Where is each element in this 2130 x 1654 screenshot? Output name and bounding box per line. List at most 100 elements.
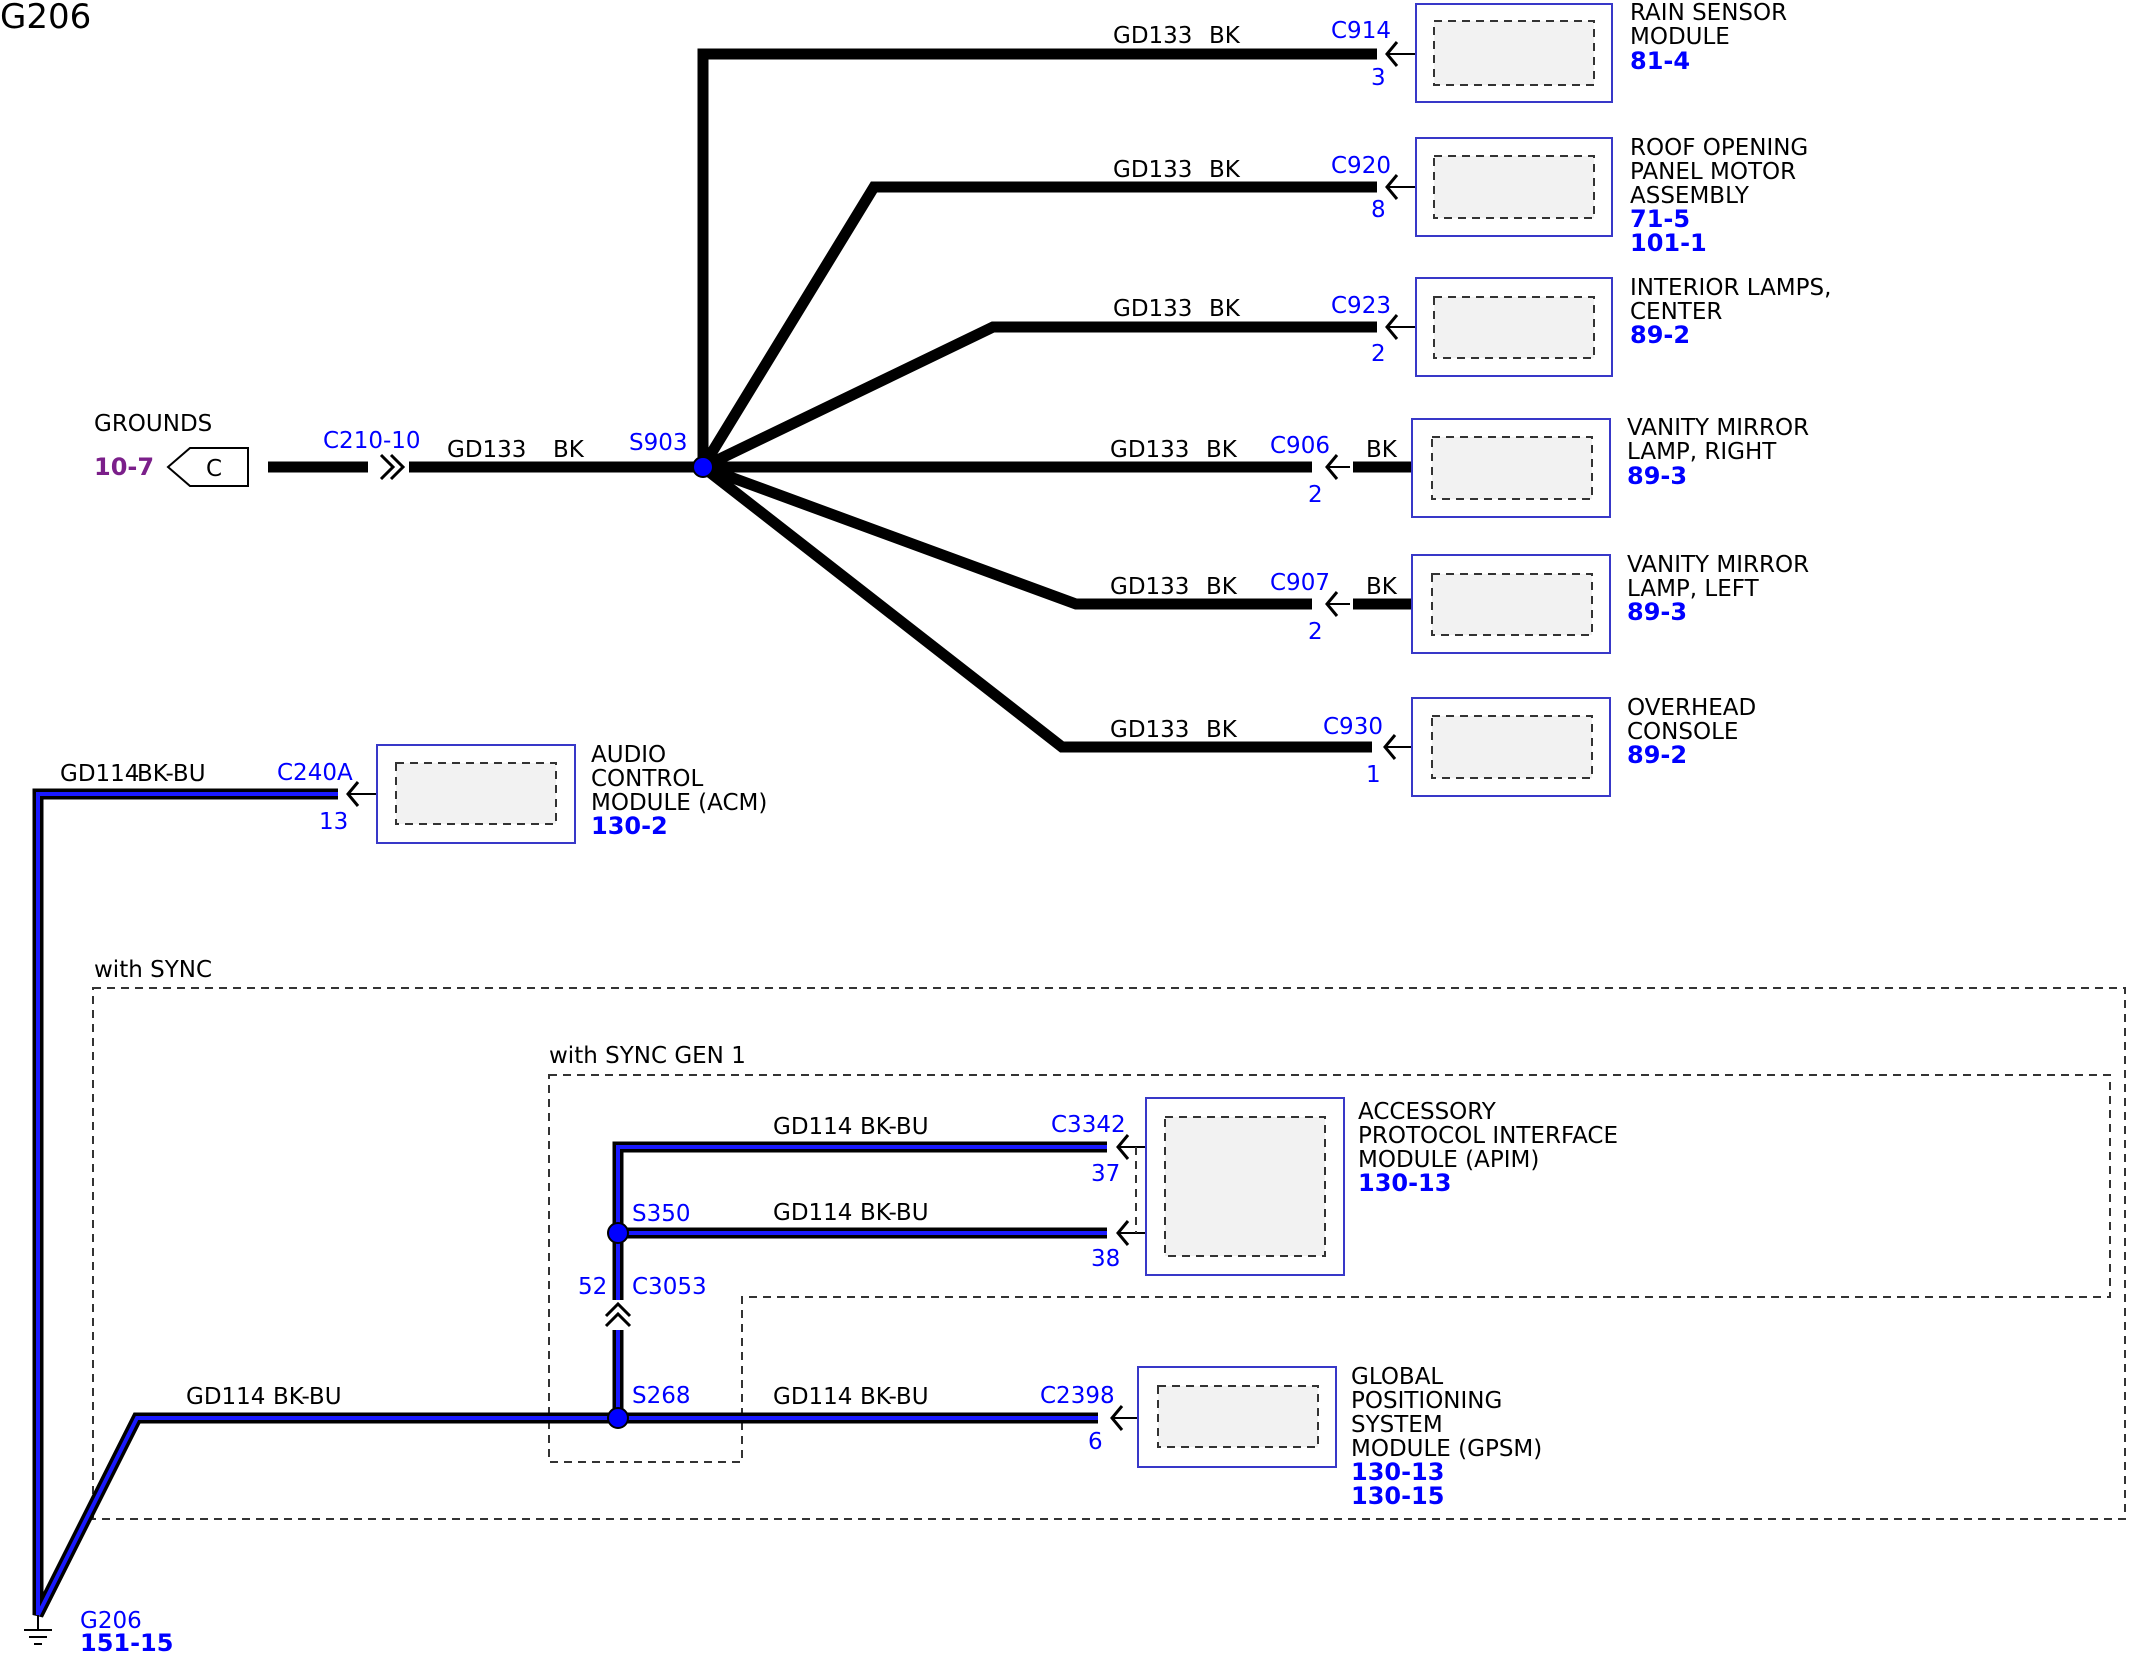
wire-label-circuit: GD114 — [60, 761, 139, 787]
c3342-pin-37-connector[interactable] — [1116, 1134, 1130, 1160]
c930-connector-label: C930 — [1323, 714, 1383, 740]
wire-label-circuit: GD114 — [773, 1200, 852, 1226]
c3053-connector[interactable] — [604, 1301, 632, 1328]
wire-label-circuit: GD133 — [1110, 574, 1189, 600]
vanity-mirror-right-module[interactable] — [1411, 418, 1611, 518]
roof-opening-panel-ref-1[interactable]: 71-5 — [1630, 205, 1690, 233]
wire-label-color: BK — [1206, 437, 1238, 463]
grounds-ref[interactable]: 10-7 — [94, 453, 154, 481]
c906-pin-label: 2 — [1308, 482, 1323, 508]
wire-label-color: BK-BU — [860, 1200, 929, 1226]
c914-connector[interactable] — [1385, 41, 1399, 67]
c240a-connector[interactable] — [346, 781, 360, 807]
grounds-connector[interactable]: C — [166, 447, 249, 487]
splice-s903[interactable] — [692, 456, 714, 478]
vanity-mirror-right-ref[interactable]: 89-3 — [1627, 462, 1687, 490]
gd114-main-run — [32, 788, 1098, 1618]
vanity-mirror-right-name: VANITY MIRROR LAMP, RIGHT — [1627, 415, 1816, 465]
gpsm-module[interactable] — [1137, 1366, 1337, 1468]
c907-pin-label: 2 — [1308, 619, 1323, 645]
splice-s268[interactable] — [607, 1407, 629, 1429]
vanity-left-stub-color: BK — [1366, 574, 1398, 600]
c914-connector-label: C914 — [1331, 18, 1391, 44]
wire-label-circuit: GD114 — [773, 1384, 852, 1410]
wire-label-color: BK — [1209, 23, 1241, 49]
grounds-label: GROUNDS — [94, 411, 212, 437]
wire-label-circuit: GD133 — [1110, 437, 1189, 463]
wire-label-color: BK — [553, 437, 585, 463]
gd114-apim-branch — [612, 1141, 1107, 1239]
c930-pin-label: 1 — [1366, 762, 1381, 788]
c920-pin-label: 8 — [1371, 197, 1386, 223]
c923-pin-label: 2 — [1371, 341, 1386, 367]
zone-with-sync-gen1: with SYNC GEN 1 — [548, 1043, 2111, 1463]
gpsm-module-name: GLOBAL POSITIONING SYSTEM MODULE (GPSM) — [1351, 1364, 1542, 1462]
c3342-pin-37-label: 37 — [1091, 1161, 1120, 1187]
interior-lamps-center-name: INTERIOR LAMPS, CENTER — [1630, 275, 1839, 325]
c3342-connector-label: C3342 — [1051, 1112, 1126, 1138]
c210-connector[interactable] — [379, 453, 406, 481]
wire-label-color: BK-BU — [860, 1114, 929, 1140]
c923-connector[interactable] — [1385, 314, 1399, 340]
interior-lamps-center-ref[interactable]: 89-2 — [1630, 321, 1690, 349]
ground-symbol-icon — [24, 1615, 52, 1645]
splice-s350-label: S350 — [632, 1201, 691, 1227]
gpsm-module-ref-2[interactable]: 130-15 — [1351, 1482, 1444, 1510]
gpsm-module-ref-1[interactable]: 130-13 — [1351, 1458, 1444, 1486]
c240a-pin-label: 13 — [319, 809, 348, 835]
gd114-harness — [32, 788, 1107, 1618]
c3053-pin-label: 52 — [578, 1274, 607, 1300]
wire-label-color: BK — [1209, 296, 1241, 322]
c210-pin-label: -10 — [383, 428, 421, 454]
c920-connector[interactable] — [1385, 174, 1399, 200]
vanity-mirror-left-name: VANITY MIRROR LAMP, LEFT — [1627, 552, 1816, 602]
wire-label-circuit: GD114 — [773, 1114, 852, 1140]
overhead-console-module[interactable] — [1411, 697, 1611, 797]
wire-label-color: BK-BU — [137, 761, 206, 787]
wire-label-color: BK — [1206, 574, 1238, 600]
c907-connector-label: C907 — [1270, 570, 1330, 596]
wire-label-circuit: GD133 — [1113, 23, 1192, 49]
vanity-mirror-left-module[interactable] — [1411, 554, 1611, 654]
c2398-pin-label: 6 — [1088, 1429, 1103, 1455]
roof-opening-panel-module-name: ROOF OPENING PANEL MOTOR ASSEMBLY — [1630, 135, 1816, 209]
audio-control-module[interactable] — [376, 744, 576, 844]
splice-s268-label: S268 — [632, 1383, 691, 1409]
roof-opening-panel-ref-2[interactable]: 101-1 — [1630, 229, 1707, 257]
wire-label-color: BK-BU — [860, 1384, 929, 1410]
c2398-connector-label: C2398 — [1040, 1383, 1115, 1409]
wire-label-circuit: GD133 — [447, 437, 526, 463]
c3342-pin-38-connector[interactable] — [1116, 1220, 1130, 1246]
c920-connector-label: C920 — [1331, 153, 1391, 179]
vanity-right-stub-color: BK — [1366, 437, 1398, 463]
c906-connector[interactable] — [1325, 454, 1339, 480]
overhead-console-ref[interactable]: 89-2 — [1627, 741, 1687, 769]
zone-with-sync-label: with SYNC — [94, 957, 212, 983]
audio-control-module-ref[interactable]: 130-2 — [591, 812, 668, 840]
rain-sensor-module[interactable] — [1415, 3, 1613, 103]
roof-opening-panel-module[interactable] — [1415, 137, 1613, 237]
splice-s350[interactable] — [607, 1222, 629, 1244]
c3342-pin-38-label: 38 — [1091, 1246, 1120, 1272]
zone-with-sync-gen1-label: with SYNC GEN 1 — [549, 1043, 746, 1069]
ground-g206-label: G206 — [80, 1608, 142, 1634]
apim-module-name: ACCESSORY PROTOCOL INTERFACE MODULE (API… — [1358, 1099, 1625, 1173]
apim-module-ref[interactable]: 130-13 — [1358, 1169, 1451, 1197]
c907-connector[interactable] — [1325, 591, 1339, 617]
interior-lamps-center-module[interactable] — [1415, 277, 1613, 377]
diagram-title: G206 — [0, 0, 91, 37]
apim-module[interactable] — [1145, 1097, 1345, 1276]
ground-g206-ref[interactable]: 151-15 — [80, 1629, 173, 1654]
rain-sensor-module-name: RAIN SENSOR MODULE — [1630, 0, 1794, 50]
c930-connector[interactable] — [1383, 734, 1397, 760]
wire-label-color: BK-BU — [273, 1384, 342, 1410]
c2398-connector[interactable] — [1110, 1405, 1124, 1431]
wire-label-circuit: GD133 — [1110, 717, 1189, 743]
c906-connector-label: C906 — [1270, 433, 1330, 459]
zone-with-sync: with SYNC — [92, 957, 2126, 1520]
wire-label-circuit: GD133 — [1113, 157, 1192, 183]
audio-control-module-name: AUDIO CONTROL MODULE (ACM) — [591, 742, 767, 816]
rain-sensor-module-ref[interactable]: 81-4 — [1630, 47, 1690, 75]
vanity-mirror-left-ref[interactable]: 89-3 — [1627, 598, 1687, 626]
